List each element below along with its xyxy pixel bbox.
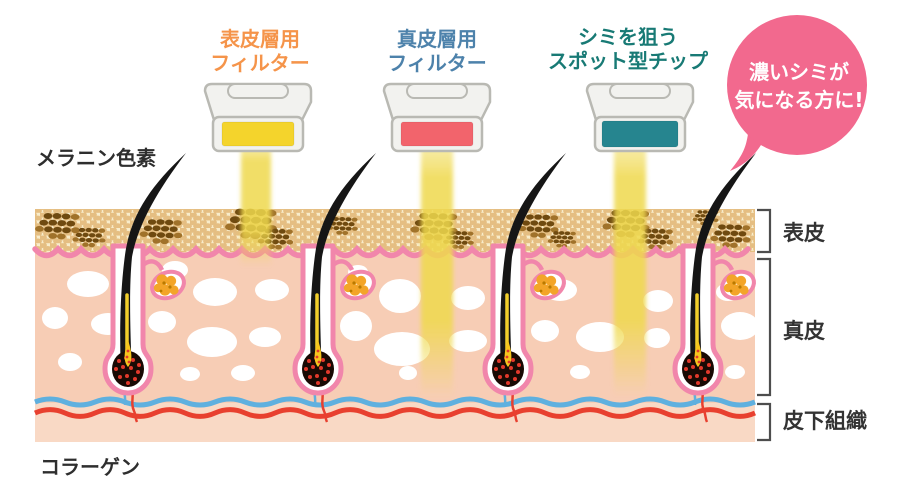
layer-brackets	[757, 208, 772, 442]
speech-bubble-body	[727, 15, 867, 155]
skin-cross-section	[32, 153, 759, 442]
melanin-annotation: メラニン色素	[36, 146, 156, 170]
subcutaneous-layer	[35, 403, 755, 442]
handpiece-epidermis-filter	[203, 82, 313, 153]
label-dermis-filter-line2: フィルター	[387, 51, 487, 75]
beam-epidermis-filter	[241, 146, 271, 266]
label-dermis-filter-line1: 真皮層用	[397, 27, 477, 51]
speech-bubble-tail	[730, 134, 764, 171]
label-epidermis-filter-line2: フィルター	[210, 51, 310, 75]
handpiece-spot-tip	[585, 82, 695, 153]
layer-label-epidermis: 表皮	[783, 221, 825, 245]
label-epidermis-filter-line1: 表皮層用	[220, 27, 300, 51]
speech-bubble: 濃いシミが 気になる方に!	[727, 15, 867, 171]
vein-vessel	[34, 396, 756, 408]
filter-window-red	[400, 121, 474, 147]
filter-window-yellow	[221, 121, 295, 147]
bracket-epidermis	[757, 208, 772, 254]
bracket-dermis	[757, 257, 772, 397]
speech-bubble-line2: 気になる方に!	[734, 88, 863, 112]
label-spot-tip-line1: シミを狙う	[578, 25, 678, 49]
artery-vessel	[33, 407, 757, 419]
layer-label-subcutis: 皮下組織	[783, 409, 867, 433]
speech-bubble-line1: 濃いシミが	[749, 60, 849, 84]
handpiece-dermis-filter	[382, 82, 492, 153]
bracket-subcutis	[757, 402, 772, 442]
beam-spot-tip	[614, 146, 646, 396]
beam-dermis-filter	[421, 146, 453, 398]
collagen-annotation: コラーゲン	[40, 455, 140, 479]
filter-window-teal	[601, 120, 679, 148]
layer-label-dermis: 真皮	[783, 319, 825, 343]
label-spot-tip-line2: スポット型チップ	[548, 49, 709, 73]
